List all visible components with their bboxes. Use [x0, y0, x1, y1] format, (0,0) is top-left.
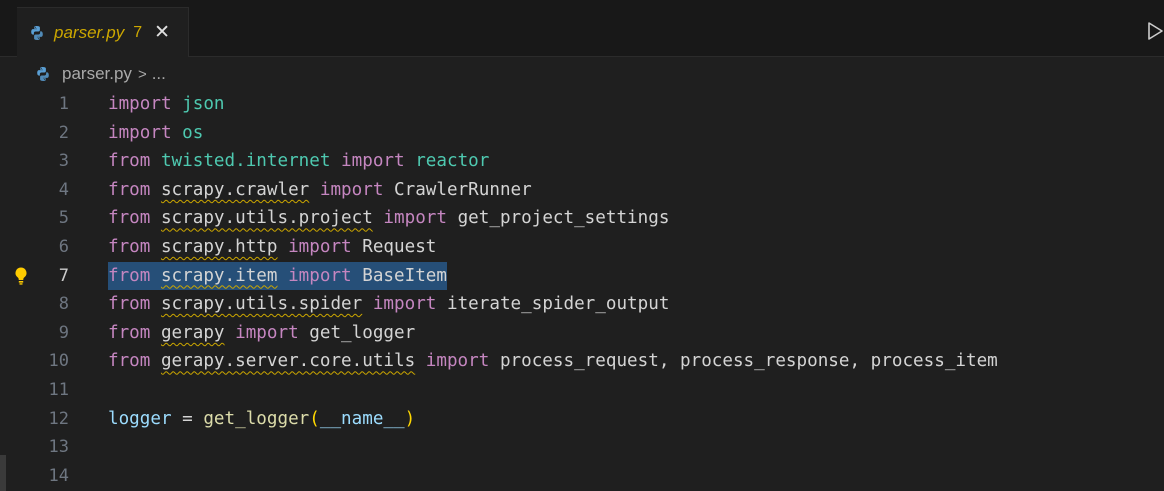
line-number: 14 — [48, 465, 69, 486]
keyword: from — [108, 265, 151, 286]
code-line[interactable]: 6 from scrapy.http import Request — [0, 233, 1164, 261]
scrollbar-marker[interactable] — [0, 455, 6, 491]
operator: = — [182, 408, 193, 429]
keyword: from — [108, 351, 151, 372]
code-editor[interactable]: 1 import json 2 import os 3 from twisted… — [0, 90, 1164, 491]
module-name: scrapy.http — [160, 237, 278, 257]
tab-parser-py[interactable]: parser.py 7 ✕ — [17, 7, 189, 57]
line-number: 2 — [58, 122, 69, 143]
keyword: from — [108, 294, 151, 315]
module-name: twisted.internet — [160, 151, 331, 172]
import-name: Request — [362, 237, 437, 257]
module-name: scrapy.utils.spider — [160, 294, 363, 315]
code-line[interactable]: 9 from gerapy import get_logger — [0, 319, 1164, 347]
lightbulb-icon[interactable] — [13, 266, 29, 286]
keyword: import — [288, 265, 352, 286]
code-line[interactable]: 1 import json — [0, 90, 1164, 118]
code-line[interactable]: 10 from gerapy.server.core.utils import … — [0, 347, 1164, 375]
import-name: process_request, process_response, proce… — [499, 351, 998, 372]
chevron-right-icon: > — [137, 65, 147, 83]
module-name: scrapy.crawler — [160, 179, 310, 200]
code-line[interactable]: 14 — [0, 462, 1164, 490]
keyword: import — [108, 94, 172, 114]
line-number: 4 — [58, 179, 69, 200]
variable: logger — [108, 408, 172, 429]
python-icon — [37, 67, 49, 81]
keyword: from — [108, 151, 151, 172]
code-line[interactable]: 11 — [0, 376, 1164, 404]
line-number: 11 — [48, 380, 69, 400]
line-number: 3 — [58, 151, 69, 172]
line-number: 13 — [48, 437, 69, 458]
import-name: CrawlerRunner — [394, 179, 532, 200]
keyword: import — [383, 208, 447, 229]
dunder-name: __name__ — [319, 408, 405, 429]
breadcrumb-more[interactable]: ... — [151, 64, 166, 83]
module-name: scrapy.utils.project — [160, 208, 373, 229]
line-number: 6 — [58, 237, 69, 257]
code-line[interactable]: 12 logger = get_logger(__name__) — [0, 405, 1164, 433]
keyword: from — [108, 322, 151, 343]
python-icon — [31, 25, 43, 40]
module-name: scrapy.item — [160, 265, 278, 286]
paren-close: ) — [404, 408, 416, 429]
line-number: 8 — [58, 294, 69, 315]
tab-bar: parser.py 7 ✕ — [0, 0, 1164, 57]
keyword: import — [319, 179, 384, 200]
keyword: import — [288, 237, 352, 257]
code-line[interactable]: 8 from scrapy.utils.spider import iterat… — [0, 290, 1164, 318]
line-number: 9 — [58, 322, 69, 343]
line-number: 5 — [58, 208, 69, 229]
module-name: os — [182, 122, 204, 143]
code-line[interactable]: 2 import os — [0, 119, 1164, 147]
keyword: import — [108, 122, 172, 143]
keyword: import — [235, 322, 299, 343]
code-line[interactable]: 3 from twisted.internet import reactor — [0, 147, 1164, 175]
line-number: 10 — [48, 351, 69, 372]
problem-count-badge: 7 — [133, 23, 143, 41]
code-line[interactable]: 4 from scrapy.crawler import CrawlerRunn… — [0, 176, 1164, 204]
line-number: 1 — [58, 94, 69, 114]
module-name: gerapy — [160, 322, 225, 343]
import-name: iterate_spider_output — [446, 294, 670, 315]
keyword: import — [372, 294, 437, 315]
line-number: 7 — [58, 265, 69, 286]
import-name: get_project_settings — [457, 208, 670, 229]
import-name: get_logger — [309, 322, 416, 343]
code-line[interactable]: 5 from scrapy.utils.project import get_p… — [0, 204, 1164, 232]
tab-filename: parser.py — [54, 22, 125, 42]
keyword: from — [108, 208, 151, 229]
code-line[interactable]: 13 — [0, 433, 1164, 461]
code-line-active[interactable]: 7 from scrapy.item import BaseItem — [0, 261, 1164, 290]
keyword: from — [108, 237, 151, 257]
breadcrumb-file[interactable]: parser.py — [62, 64, 132, 83]
keyword: import — [341, 151, 405, 172]
module-name: gerapy.server.core.utils — [160, 351, 416, 372]
function-call: get_logger — [203, 408, 310, 429]
keyword: import — [425, 351, 490, 372]
breadcrumb: parser.py > ... — [35, 62, 166, 86]
import-name: BaseItem — [362, 265, 447, 286]
run-icon[interactable] — [1146, 21, 1164, 41]
module-name: json — [182, 94, 225, 114]
keyword: from — [108, 179, 151, 200]
close-icon[interactable]: ✕ — [154, 21, 171, 43]
import-name: reactor — [415, 151, 490, 172]
line-number: 12 — [48, 408, 69, 429]
paren-open: ( — [309, 408, 320, 429]
